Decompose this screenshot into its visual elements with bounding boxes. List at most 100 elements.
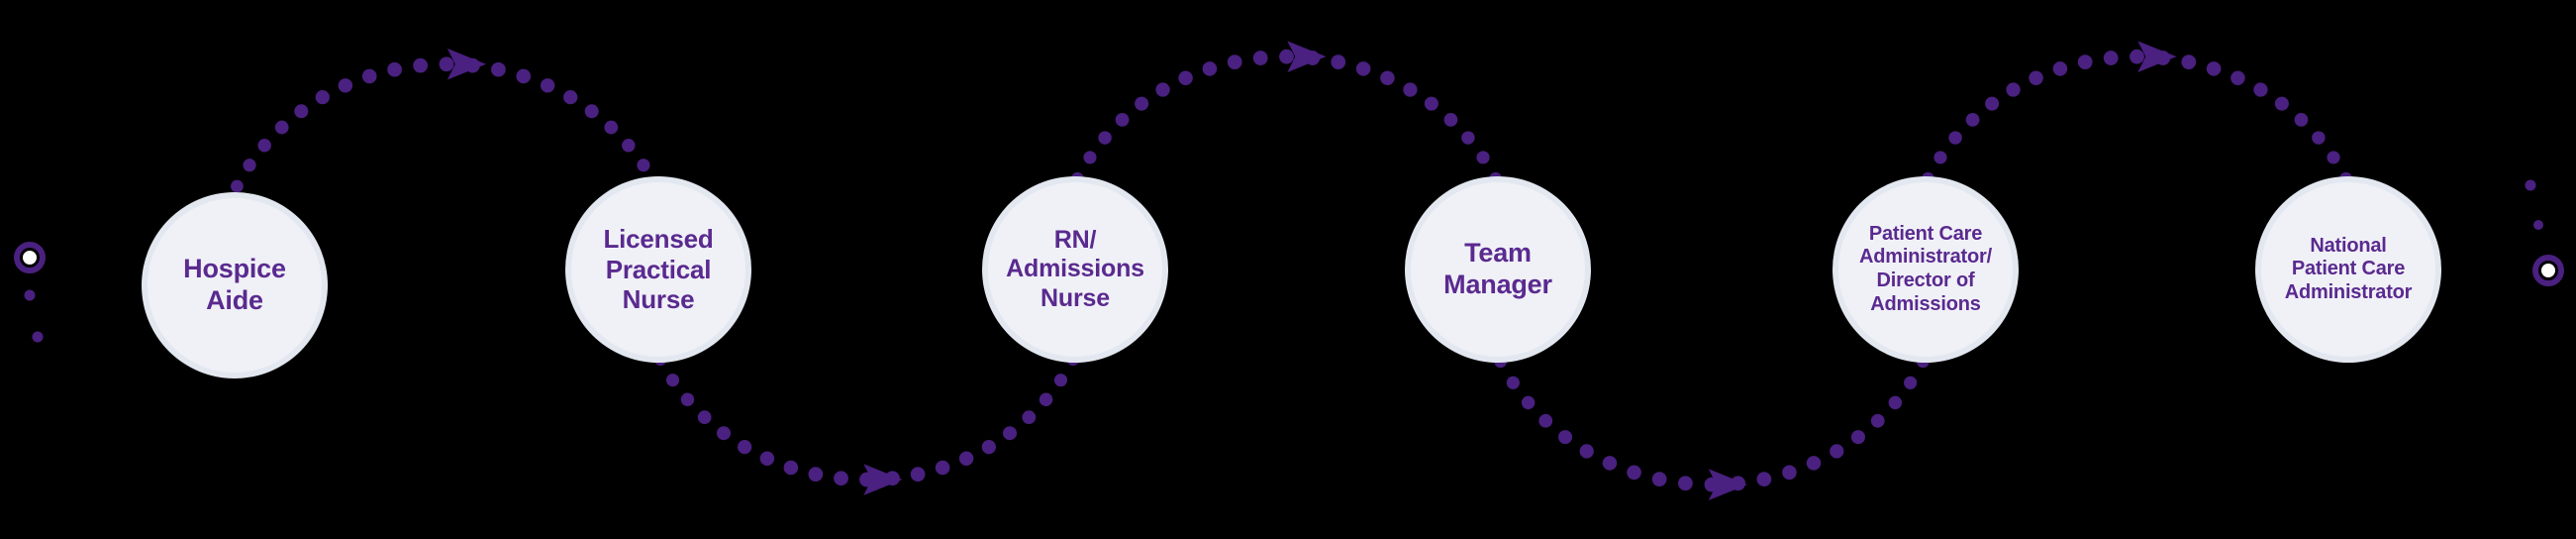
connector-dot xyxy=(1443,113,1458,127)
connector-dot xyxy=(294,104,309,119)
connector-dot xyxy=(1922,171,1934,185)
connector-arrow xyxy=(446,48,486,80)
connector-dot xyxy=(2206,61,2222,76)
connector-dot xyxy=(2274,96,2289,111)
arrow-icon xyxy=(863,464,903,495)
connector-dot xyxy=(2312,131,2326,145)
connector-dot xyxy=(680,392,695,406)
connector-dot xyxy=(1476,151,1490,164)
connector-arrow xyxy=(1708,469,1747,500)
connector-dot xyxy=(1252,51,1268,65)
connector-dot xyxy=(1651,472,1667,486)
connector-dot xyxy=(1782,465,1797,481)
connector-dot xyxy=(783,460,799,476)
node-national-patient-care-administrator[interactable]: National Patient Care Administrator xyxy=(2261,182,2435,357)
connector-dot xyxy=(2253,82,2268,97)
connector-dot xyxy=(2029,70,2043,85)
connector-dot xyxy=(759,451,775,467)
connector-dot xyxy=(1933,151,1947,164)
node-label: Licensed Practical Nurse xyxy=(603,223,714,315)
connector-dot xyxy=(1489,171,1502,185)
connector-dot xyxy=(716,426,732,441)
connector-dot xyxy=(1506,376,1520,389)
connector-dot xyxy=(981,440,996,455)
connector-dot xyxy=(1155,82,1170,97)
connector-dot xyxy=(2130,49,2144,64)
connector-dot xyxy=(738,440,752,455)
arrow-icon xyxy=(446,48,486,80)
connector-dot xyxy=(808,467,824,483)
connector-dot xyxy=(935,460,950,476)
node-patient-care-administrator[interactable]: Patient Care Administrator/ Director of … xyxy=(1838,182,2013,357)
arrow-icon xyxy=(2137,41,2177,73)
node-team-manager[interactable]: Team Manager xyxy=(1411,182,1585,357)
connector-dot xyxy=(1202,61,1218,76)
connector-dot xyxy=(1115,113,1130,127)
node-label: RN/ Admissions Nurse xyxy=(1006,225,1144,312)
connector-dot xyxy=(697,410,712,425)
connector-dot xyxy=(1870,413,1885,428)
connector-dot xyxy=(1494,355,1508,369)
node-label: Team Manager xyxy=(1443,238,1552,299)
connector-dot xyxy=(2103,51,2119,65)
connector-dot xyxy=(584,104,599,119)
connector-dot xyxy=(1521,395,1536,410)
connector-dot xyxy=(1227,54,1242,69)
connector-dot xyxy=(1627,465,1641,481)
connector-dot xyxy=(231,179,244,193)
connector-dot xyxy=(637,159,650,172)
connector-dot xyxy=(1022,410,1037,425)
connector-dot xyxy=(1579,444,1594,459)
connector-dot xyxy=(1098,131,1112,145)
connector-dot xyxy=(1380,70,1395,85)
connector-dot xyxy=(1830,444,1844,459)
connector-dot xyxy=(1403,82,1418,97)
arrow-icon xyxy=(1708,469,1747,500)
node-hospice-aide[interactable]: Hospice Aide xyxy=(148,198,322,373)
connector-dot xyxy=(1002,426,1018,441)
connector-dot xyxy=(1948,131,1962,145)
connector-dot xyxy=(1888,395,1903,410)
connector-dot xyxy=(1985,96,2000,111)
cap-lead-dot xyxy=(2525,179,2536,191)
start-marker-core-icon xyxy=(23,251,37,265)
connector-dot xyxy=(1756,472,1772,486)
connector-dot xyxy=(1424,96,1438,111)
end-marker-core-icon xyxy=(2541,264,2555,277)
connector-dot xyxy=(1039,392,1053,406)
connector-dot xyxy=(665,374,680,387)
connector-dot xyxy=(2052,61,2068,76)
connector-dot xyxy=(315,90,330,105)
connector-dot xyxy=(958,451,974,467)
node-label: National Patient Care Administrator xyxy=(2284,234,2413,303)
connector-dot xyxy=(491,61,506,77)
connector-dot xyxy=(338,78,353,93)
connector-dot xyxy=(1355,61,1371,76)
connector-dot xyxy=(1279,49,1294,64)
connector-dot xyxy=(1916,355,1930,369)
node-licensed-practical-nurse[interactable]: Licensed Practical Nurse xyxy=(571,182,745,357)
connector-dot xyxy=(387,61,402,77)
connector-dot xyxy=(243,159,256,172)
connector-dot xyxy=(1904,376,1918,389)
connector-dot xyxy=(604,120,619,135)
connector-dot xyxy=(1965,113,1980,127)
connector-dot xyxy=(2339,171,2353,185)
connector-dot xyxy=(1806,456,1822,471)
connector-dot xyxy=(1678,476,1693,491)
connector-dot xyxy=(1850,430,1865,445)
connector-dot xyxy=(413,57,429,73)
cap-lead-dot xyxy=(24,289,36,301)
connector-dot xyxy=(1178,70,1193,85)
connector-dot xyxy=(1083,151,1097,164)
connector-dot xyxy=(439,56,454,72)
connector-arrow xyxy=(1287,41,1327,73)
connector-dot xyxy=(257,139,271,153)
node-rn-admissions-nurse[interactable]: RN/ Admissions Nurse xyxy=(988,182,1162,357)
connector-arrow xyxy=(2137,41,2177,73)
cap-lead-dot xyxy=(2533,220,2543,230)
connector-dot xyxy=(1135,96,1149,111)
connector-arrow xyxy=(863,464,903,495)
